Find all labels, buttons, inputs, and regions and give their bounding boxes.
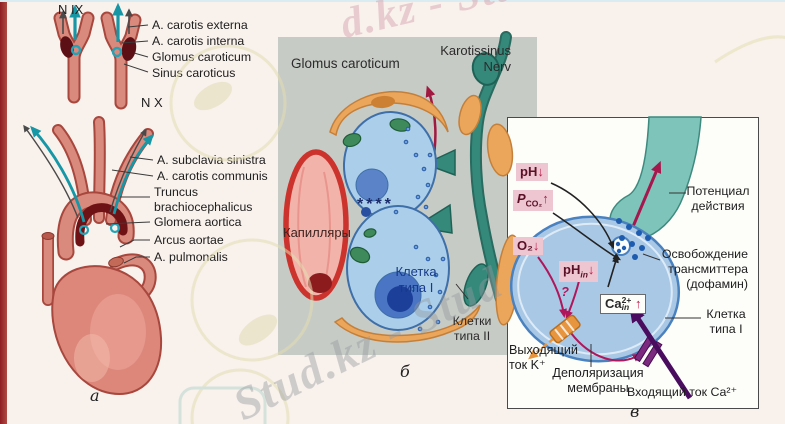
carotid-bifurcation-left (53, 4, 95, 104)
pulmonary-opening (108, 256, 124, 268)
ca-sup: 2+ (621, 294, 632, 305)
ca-sub: in (621, 302, 630, 312)
label-pulmonalis: A. pulmonalis (154, 250, 228, 264)
phin-box: pHin↓ (559, 261, 599, 282)
type1-cell (509, 215, 681, 363)
panel-a-anatomy (23, 2, 163, 396)
label-truncus: Truncus brachiocephalicus (154, 185, 253, 214)
ph-down-arrow-icon: ↓ (537, 164, 544, 179)
label-glomus-caroticum: Glomus caroticum (152, 50, 252, 64)
label-nerve-x: N X (141, 95, 163, 110)
page-top-edge (0, 0, 785, 2)
k-channel (549, 314, 581, 344)
type1-cells (342, 111, 450, 332)
phin-down-arrow-icon: ↓ (587, 262, 595, 277)
label-action-potential: Потенциал действия (686, 184, 750, 214)
label-transmitter-release: Освобождение трансмиттера (дофамин) (661, 247, 748, 292)
label-karotissinus-nerv: Karotissinus Nerv (440, 43, 511, 74)
aortic-body-ring (78, 224, 90, 236)
label-glomus-title: Glomus caroticum (291, 56, 400, 71)
label-depolarization: Деполяризация мембраны (552, 366, 644, 396)
ca-up-arrow-icon: ↑ (634, 296, 642, 311)
book-gutter-bar (0, 0, 7, 424)
label-carotis-interna: A. carotis interna (152, 34, 245, 48)
ph-box: pH↓ (516, 163, 548, 181)
leader-lines-top (121, 24, 149, 73)
label-capillary: Капилляры (283, 225, 351, 240)
o2-text: O₂ (517, 238, 533, 253)
vesicle-dots (393, 126, 446, 332)
leader-lines-bottom (105, 156, 154, 264)
pco2-box: PCO₂↑ (513, 190, 553, 211)
o2-down-arrow-icon: ↓ (532, 238, 540, 253)
sinus-ring (111, 46, 123, 58)
label-cells-type2: Клетки типа II (452, 314, 492, 343)
pco2-up-arrow-icon: ↑ (542, 191, 549, 206)
caption-a: а (90, 386, 100, 405)
pathway-arrows (537, 256, 642, 362)
sinus-ring (70, 44, 82, 56)
logo-swash-watermark (714, 35, 785, 64)
vena-cava-opening (41, 232, 55, 240)
cell-junction-marks: **** (357, 196, 394, 213)
stimulus-arrows (550, 182, 622, 288)
label-carotis-externa: A. carotis externa (152, 18, 248, 32)
pco2-p: P (517, 191, 526, 206)
nerve-branch (423, 148, 456, 177)
label-glomera-aortica: Glomera aortica (154, 215, 242, 229)
label-ca-current: Входящий ток Ca²⁺ (627, 385, 738, 399)
dopamine-dots (615, 218, 651, 260)
aortic-arch-heart (41, 116, 163, 396)
ca-inward-arrow (629, 305, 693, 400)
caption-c: в (630, 402, 640, 421)
pco2-sub: CO₂ (525, 198, 543, 209)
depolarization-arrow (570, 332, 642, 362)
mitochondria (342, 118, 411, 264)
label-k-current: Выходящий ток K⁺ (509, 343, 578, 373)
action-potential-arrow (630, 160, 662, 230)
panel-c-drawing (509, 116, 702, 400)
glomera-aortica-patch (75, 203, 128, 247)
ph-text: pH (520, 164, 538, 179)
glomus-body (60, 36, 74, 58)
label-arcus-aortae: Arcus aortae (154, 233, 224, 247)
label-nerve-ix: N IX (58, 2, 84, 17)
label-cell-type1-c: Клетка типа I (706, 307, 746, 337)
label-carotis-communis: A. carotis communis (157, 169, 268, 183)
uncertain-step-mark: ? (561, 284, 569, 299)
cell-nucleus (355, 168, 389, 202)
carotid-bifurcation-right (100, 2, 142, 110)
phin-text: pH (563, 262, 581, 277)
sheath-nucleus (371, 95, 395, 109)
ca-box: Ca2+in ↑ (600, 294, 647, 315)
nerve-branch (463, 263, 489, 307)
arch-nerve-arrows (23, 124, 154, 223)
ca-text: Ca (605, 296, 622, 311)
k-outward-arrow (528, 338, 554, 360)
label-sinus-caroticus: Sinus caroticus (152, 66, 236, 80)
phin-sub: in (580, 269, 588, 280)
nerve-ganglion-bulb (471, 52, 501, 86)
panel-c-leaders (590, 192, 701, 367)
leader-type2 (455, 283, 469, 300)
caption-b: б (400, 362, 410, 381)
o2-box: O₂↓ (513, 237, 544, 255)
label-subclavia: A. subclavia sinistra (157, 153, 266, 167)
label-cell-type1: Клетка типа I (395, 264, 437, 295)
